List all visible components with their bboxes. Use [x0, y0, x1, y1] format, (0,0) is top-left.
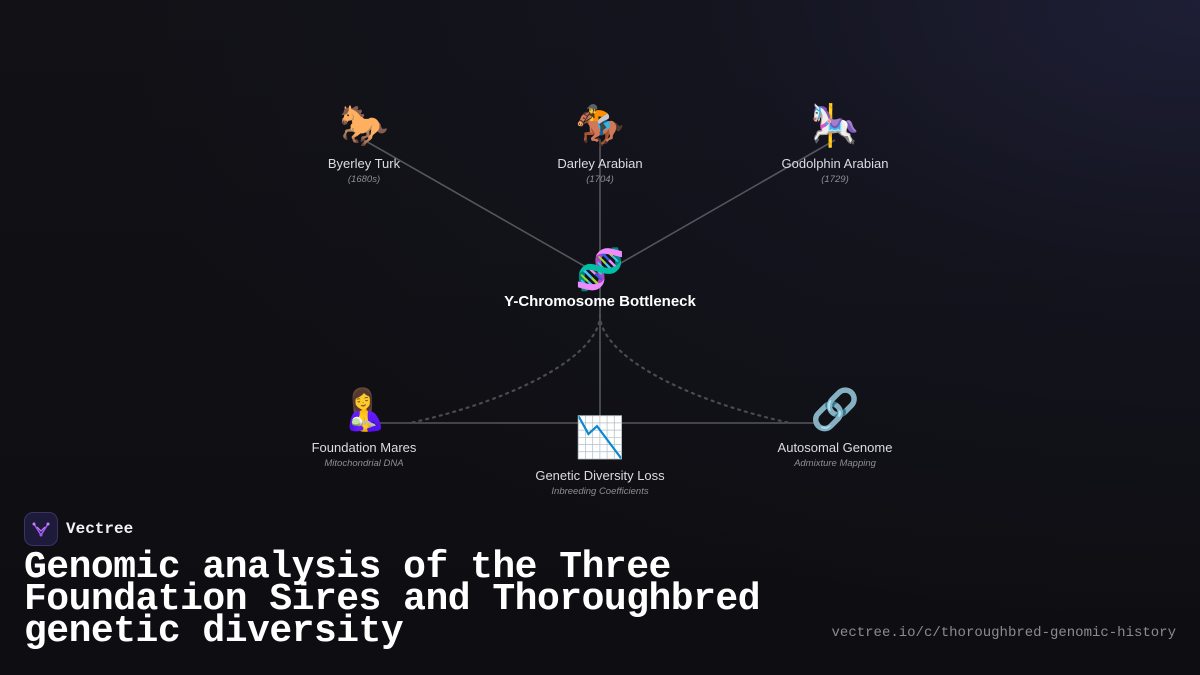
node-foundation-mares: 🤱 Foundation Mares Mitochondrial DNA — [254, 386, 474, 470]
node-label: Foundation Mares — [311, 440, 417, 455]
horse-racing-icon: 🏇 — [575, 104, 625, 148]
edge-byerley-center — [363, 139, 601, 276]
node-sublabel: Mitochondrial DNA — [324, 458, 404, 469]
node-autosomal-genome: 🔗 Autosomal Genome Admixture Mapping — [725, 386, 945, 470]
brand-name: Vectree — [66, 520, 134, 538]
node-label: Godolphin Arabian — [781, 156, 889, 171]
edge-godolphin-center — [599, 139, 836, 276]
node-sublabel: (1680s) — [347, 174, 381, 185]
node-godolphin-arabian: 🎠 Godolphin Arabian (1729) — [725, 102, 945, 186]
source-url: vectree.io/c/thoroughbred-genomic-histor… — [831, 625, 1176, 641]
node-genetic-diversity-loss: 📉 Genetic Diversity Loss Inbreeding Coef… — [490, 414, 710, 498]
edge-center-autosomal — [598, 313, 792, 425]
edge-center-mares — [408, 313, 602, 425]
brand: Vectree — [24, 512, 133, 546]
node-label: Y-Chromosome Bottleneck — [504, 293, 696, 310]
node-sublabel: Inbreeding Coefficients — [551, 486, 649, 497]
node-y-chromosome-bottleneck: 🧬 Y-Chromosome Bottleneck — [490, 246, 710, 310]
chart-decreasing-icon: 📉 — [575, 416, 625, 460]
dna-icon: 🧬 — [575, 248, 625, 292]
logo-mark — [32, 522, 50, 537]
node-sublabel: (1729) — [821, 174, 849, 185]
carousel-horse-icon: 🎠 — [810, 104, 860, 148]
node-label: Autosomal Genome — [777, 440, 893, 455]
vectree-logo-icon — [24, 512, 58, 546]
node-sublabel: (1704) — [586, 174, 614, 185]
page-title: Genomic analysis of the Three Foundation… — [24, 546, 761, 653]
node-darley-arabian: 🏇 Darley Arabian (1704) — [490, 102, 710, 186]
node-label: Genetic Diversity Loss — [535, 468, 665, 483]
horse-icon: 🐎 — [339, 104, 389, 148]
link-icon: 🔗 — [810, 388, 860, 432]
breastfeeding-icon: 🤱 — [339, 388, 389, 432]
node-label: Darley Arabian — [557, 156, 643, 171]
node-byerley-turk: 🐎 Byerley Turk (1680s) — [254, 102, 474, 186]
node-label: Byerley Turk — [327, 156, 401, 171]
node-sublabel: Admixture Mapping — [794, 458, 876, 469]
